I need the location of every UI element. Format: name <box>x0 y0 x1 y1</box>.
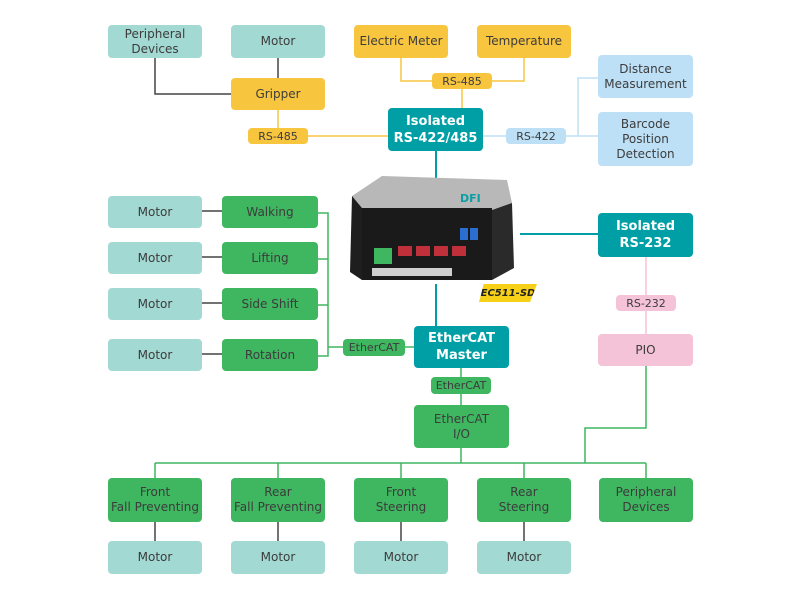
isolated-rs422-485-hub: Isolated RS-422/485 <box>388 108 483 151</box>
walking-motor-node: Motor <box>108 196 202 228</box>
side-shift-motor-node: Motor <box>108 288 202 320</box>
temperature-node: Temperature <box>477 25 571 58</box>
distance-measurement-node: Distance Measurement <box>598 55 693 98</box>
lifting-motor-node: Motor <box>108 242 202 274</box>
isolated-rs232-node: Isolated RS-232 <box>598 213 693 257</box>
ec511-sd-device-image: DFI <box>350 176 514 280</box>
motor-node: Motor <box>231 25 325 58</box>
rear-fall-motor-node: Motor <box>231 541 325 574</box>
electric-meter-node: Electric Meter <box>354 25 448 58</box>
rs232-link-label: RS-232 <box>616 295 676 311</box>
rotation-node: Rotation <box>222 339 318 371</box>
rs485-link-label: RS-485 <box>248 128 308 144</box>
rs422-link-label: RS-422 <box>506 128 566 144</box>
rear-steering-node: Rear Steering <box>477 478 571 522</box>
side-shift-node: Side Shift <box>222 288 318 320</box>
front-fall-preventing-node: Front Fall Preventing <box>108 478 202 522</box>
rs485-top-link-label: RS-485 <box>432 73 492 89</box>
device-model-badge: EC511-SD <box>479 284 537 302</box>
rear-steering-motor-node: Motor <box>477 541 571 574</box>
ethercat-master-node: EtherCAT Master <box>414 326 509 368</box>
ethercat-left-link-label: EtherCAT <box>343 339 405 356</box>
wire-left-bus <box>318 212 329 357</box>
peripheral-devices-node: Peripheral Devices <box>108 25 202 58</box>
wire-pio-bus <box>584 366 647 463</box>
wire-peripheral-gripper <box>154 58 232 95</box>
wire-temp <box>492 58 525 82</box>
gripper-node: Gripper <box>231 78 325 110</box>
wire-meter <box>400 58 432 82</box>
ethercat-io-node: EtherCAT I/O <box>414 405 509 448</box>
rotation-motor-node: Motor <box>108 339 202 371</box>
front-steering-node: Front Steering <box>354 478 448 522</box>
ethercat-io-link-label: EtherCAT <box>431 377 491 394</box>
wire-distance <box>577 77 598 136</box>
walking-node: Walking <box>222 196 318 228</box>
front-steering-motor-node: Motor <box>354 541 448 574</box>
rear-fall-preventing-node: Rear Fall Preventing <box>231 478 325 522</box>
front-fall-motor-node: Motor <box>108 541 202 574</box>
svg-text:DFI: DFI <box>460 192 481 205</box>
barcode-position-detection-node: Barcode Position Detection <box>598 112 693 166</box>
peripheral-devices-bottom-node: Peripheral Devices <box>599 478 693 522</box>
pio-node: PIO <box>598 334 693 366</box>
lifting-node: Lifting <box>222 242 318 274</box>
